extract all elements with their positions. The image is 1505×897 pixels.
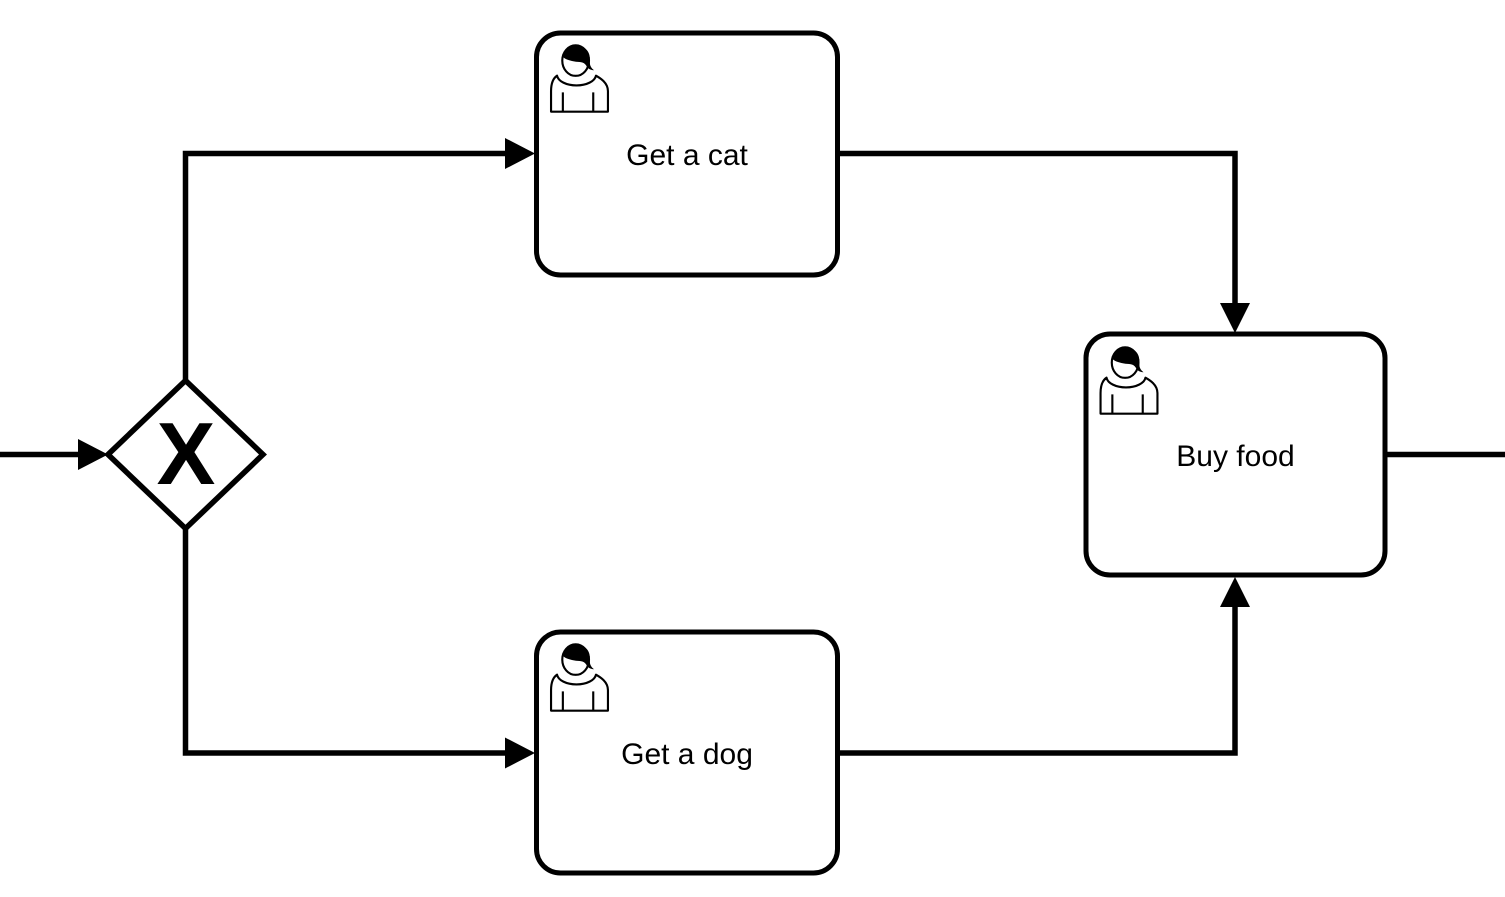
arrowhead-icon xyxy=(1220,577,1250,607)
task-get-a-cat[interactable]: Get a cat xyxy=(534,30,840,278)
task-label: Get a cat xyxy=(626,139,748,172)
sequence-flow-get-a-cat-to-buy-food[interactable] xyxy=(837,150,1250,334)
task-buy-food[interactable]: Buy food xyxy=(1083,331,1388,578)
sequence-flow-get-a-dog-to-buy-food[interactable] xyxy=(837,577,1250,756)
task-label: Buy food xyxy=(1176,440,1294,473)
arrowhead-icon xyxy=(1220,303,1250,333)
sequence-flow-gateway-to-get-a-dog[interactable] xyxy=(182,528,536,769)
arrowhead-icon xyxy=(505,138,535,169)
task-label: Get a dog xyxy=(621,738,753,771)
exclusive-gateway[interactable]: X xyxy=(104,376,267,533)
arrowhead-icon xyxy=(505,737,535,769)
sequence-flow-gateway-to-get-a-cat[interactable] xyxy=(182,138,536,381)
task-get-a-dog[interactable]: Get a dog xyxy=(534,629,840,876)
arrowhead-icon xyxy=(78,439,108,470)
exclusive-gateway-marker: X xyxy=(157,404,216,503)
sequence-flow-start-to-gateway[interactable] xyxy=(0,439,108,470)
